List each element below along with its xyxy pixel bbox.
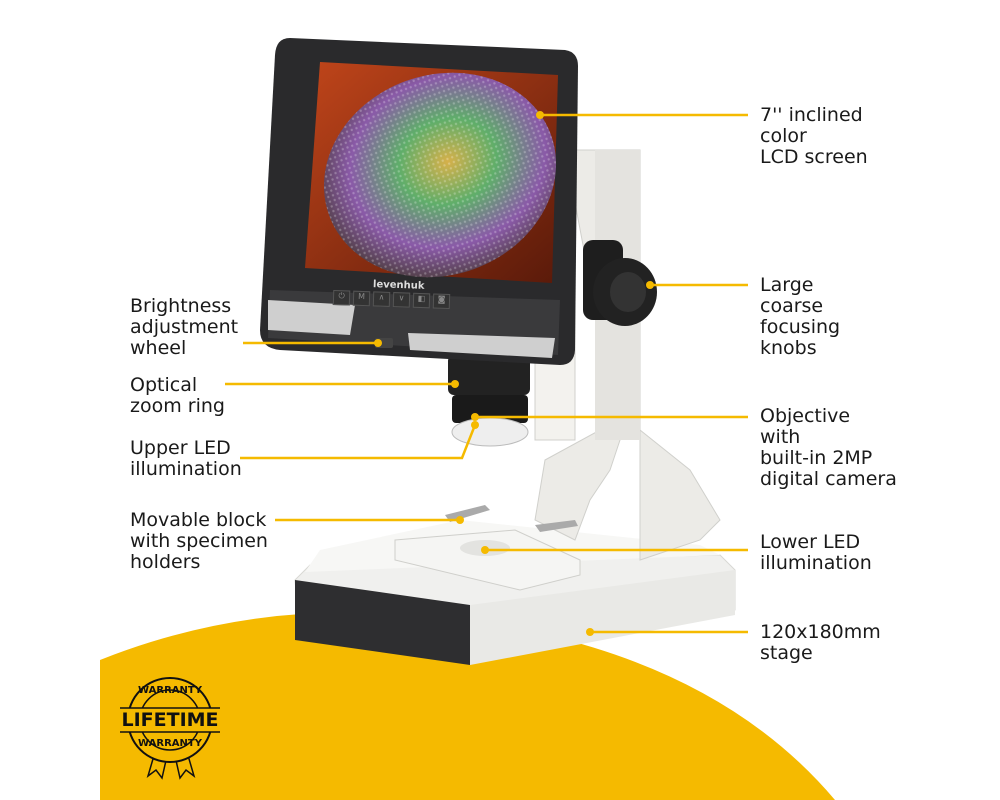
label-line: focusing <box>760 316 841 338</box>
yellow-background-shape <box>100 612 835 800</box>
label-line: illumination <box>760 552 872 574</box>
badge-seal-icon <box>120 677 220 780</box>
label-line: adjustment <box>130 316 239 338</box>
lcd-screen <box>260 38 578 365</box>
leader-lines <box>225 113 748 634</box>
leader-dots <box>374 111 654 636</box>
specimen-block <box>394 505 581 591</box>
label-line: knobs <box>760 337 817 359</box>
label-line: 7'' inclined <box>760 104 863 126</box>
label-brightness-wheel: Brightness adjustment wheel <box>130 296 238 359</box>
label-focusing-knobs: Large coarse focusing knobs <box>760 275 840 359</box>
label-movable-block: Movable block with specimen holders <box>130 510 268 573</box>
label-line: illumination <box>130 458 242 480</box>
label-line: Brightness <box>130 295 232 317</box>
badge-bottom-text: WARRANTY <box>138 738 202 749</box>
label-lcd-screen: 7'' inclined color LCD screen <box>760 105 868 168</box>
label-line: with specimen <box>130 530 268 552</box>
label-line: stage <box>760 642 813 664</box>
label-line: built-in 2MP <box>760 447 873 469</box>
label-line: Movable block <box>130 509 267 531</box>
label-line: 120x180mm <box>760 621 881 643</box>
label-line: digital camera <box>760 468 897 490</box>
down-button[interactable]: ∨ <box>392 292 411 308</box>
label-line: Optical <box>130 374 198 396</box>
lifetime-warranty-badge: WARRANTY LIFETIME WARRANTY <box>120 672 220 784</box>
label-line: color <box>760 125 807 147</box>
badge-top-text: WARRANTY <box>138 685 202 696</box>
label-line: holders <box>130 551 201 573</box>
label-line: coarse <box>760 295 824 317</box>
label-line: Upper LED <box>130 437 231 459</box>
brand-logo: levenhuk <box>372 279 425 292</box>
focus-knob <box>583 240 657 326</box>
label-line: Large <box>760 274 814 296</box>
label-line: with <box>760 426 801 448</box>
badge-center-text: LIFETIME <box>121 709 219 731</box>
label-line: zoom ring <box>130 395 225 417</box>
label-zoom-ring: Optical zoom ring <box>130 375 225 417</box>
label-line: Lower LED <box>760 531 861 553</box>
label-stage: 120x180mm stage <box>760 622 881 664</box>
label-upper-led: Upper LED illumination <box>130 438 242 480</box>
power-button[interactable]: ⏻ <box>332 289 351 306</box>
label-lower-led: Lower LED illumination <box>760 532 872 574</box>
up-button[interactable]: ∧ <box>372 291 391 307</box>
label-line: wheel <box>130 337 187 359</box>
label-line: Objective <box>760 405 851 427</box>
menu-button[interactable]: M <box>352 290 371 307</box>
label-objective: Objective with built-in 2MP digital came… <box>760 406 897 490</box>
video-button[interactable]: ◧ <box>412 292 431 309</box>
objective-assembly <box>448 355 530 447</box>
camera-button[interactable]: ◙ <box>432 293 451 310</box>
label-line: LCD screen <box>760 146 868 168</box>
